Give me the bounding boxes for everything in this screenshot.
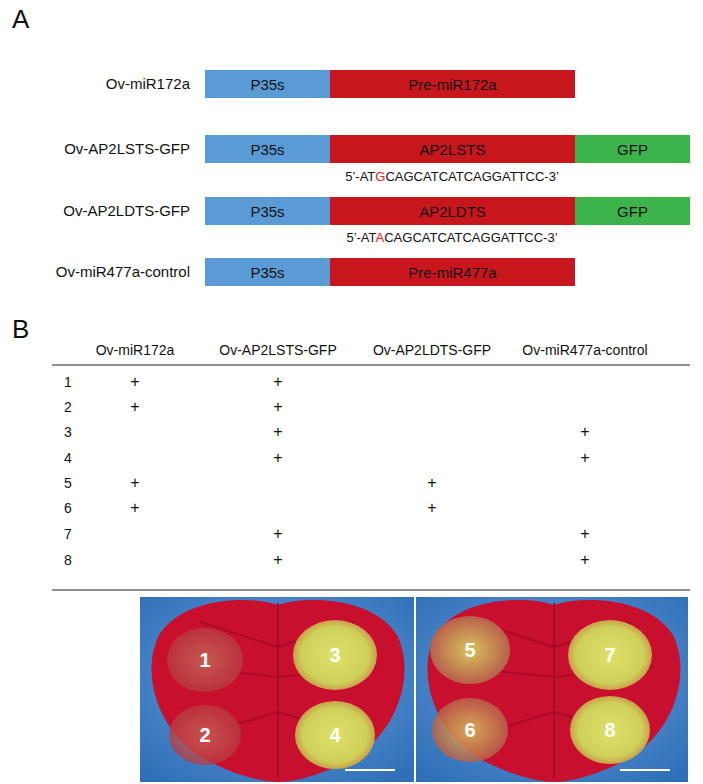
row-number: 2 bbox=[64, 399, 72, 415]
panel-letter: A bbox=[12, 5, 29, 35]
row-number: 1 bbox=[64, 374, 72, 390]
leaf-photo bbox=[140, 597, 414, 782]
construct-name: Ov-AP2LSTS-GFP bbox=[64, 140, 190, 157]
column-header: Ov-AP2LSTS-GFP bbox=[219, 342, 336, 358]
spot-number: 8 bbox=[604, 719, 615, 742]
table-mark: + bbox=[427, 499, 436, 517]
table-mark: + bbox=[130, 373, 139, 391]
mutation-base: G bbox=[375, 169, 385, 184]
table-mark: + bbox=[273, 398, 282, 416]
sequence-part: CAGCATCATCAGGATTCC-3’ bbox=[384, 230, 557, 245]
sequence: 5’-ATACAGCATCATCAGGATTCC-3’ bbox=[346, 231, 557, 246]
table-mark: + bbox=[130, 474, 139, 492]
table-rule bbox=[52, 589, 690, 590]
table-mark: + bbox=[273, 551, 282, 569]
table-mark: + bbox=[273, 373, 282, 391]
row-number: 3 bbox=[64, 424, 72, 440]
table-mark: + bbox=[130, 398, 139, 416]
spot-number: 6 bbox=[464, 719, 475, 742]
box-label: Pre-miR172a bbox=[408, 76, 496, 93]
box-label: P35s bbox=[250, 141, 284, 158]
construct-name: Ov-AP2LDTS-GFP bbox=[63, 202, 190, 219]
table-mark: + bbox=[130, 499, 139, 517]
row-number: 4 bbox=[64, 450, 72, 466]
sequence-part: 5’-AT bbox=[346, 230, 375, 245]
column-header: Ov-miR172a bbox=[96, 342, 175, 358]
table-mark: + bbox=[580, 449, 589, 467]
spot-number: 1 bbox=[199, 649, 210, 672]
box-label: GFP bbox=[617, 203, 648, 220]
gene-box: Pre-miR477a bbox=[330, 258, 575, 286]
table-rule bbox=[52, 364, 690, 365]
construct-name: Ov-miR477a-control bbox=[56, 263, 190, 280]
box-label: P35s bbox=[250, 264, 284, 281]
table-mark: + bbox=[427, 474, 436, 492]
box-label: Pre-miR477a bbox=[408, 264, 496, 281]
mutation-base: A bbox=[376, 230, 385, 245]
spot-number: 3 bbox=[329, 644, 340, 667]
row-number: 7 bbox=[64, 526, 72, 542]
table-mark: + bbox=[580, 551, 589, 569]
reporter-box: GFP bbox=[575, 197, 690, 225]
spot-number: 5 bbox=[464, 639, 475, 662]
sequence-part: 5’-AT bbox=[345, 169, 375, 184]
table-mark: + bbox=[273, 525, 282, 543]
spot-number: 2 bbox=[199, 724, 210, 747]
gene-box: Pre-miR172a bbox=[330, 70, 575, 98]
table-mark: + bbox=[580, 525, 589, 543]
sequence: 5’-ATGCAGCATCATCAGGATTCC-3’ bbox=[345, 170, 559, 185]
promoter-box: P35s bbox=[205, 197, 330, 225]
box-label: AP2LDTS bbox=[419, 203, 486, 220]
gene-box: AP2LSTS bbox=[330, 135, 575, 163]
panel-letter: B bbox=[12, 315, 29, 345]
table-mark: + bbox=[273, 423, 282, 441]
row-number: 6 bbox=[64, 500, 72, 516]
column-header: Ov-AP2LDTS-GFP bbox=[373, 342, 491, 358]
spot-number: 7 bbox=[604, 644, 615, 667]
column-header: Ov-miR477a-control bbox=[522, 342, 647, 358]
box-label: AP2LSTS bbox=[420, 141, 486, 158]
promoter-box: P35s bbox=[205, 135, 330, 163]
table-mark: + bbox=[580, 423, 589, 441]
construct-name: Ov-miR172a bbox=[106, 75, 190, 92]
promoter-box: P35s bbox=[205, 258, 330, 286]
row-number: 8 bbox=[64, 552, 72, 568]
gene-box: AP2LDTS bbox=[330, 197, 575, 225]
box-label: P35s bbox=[250, 76, 284, 93]
reporter-box: GFP bbox=[575, 135, 690, 163]
sequence-part: CAGCATCATCAGGATTCC-3’ bbox=[385, 169, 558, 184]
box-label: P35s bbox=[250, 203, 284, 220]
promoter-box: P35s bbox=[205, 70, 330, 98]
table-mark: + bbox=[273, 449, 282, 467]
spot-number: 4 bbox=[329, 724, 340, 747]
row-number: 5 bbox=[64, 475, 72, 491]
box-label: GFP bbox=[617, 141, 648, 158]
leaf-photo bbox=[416, 597, 688, 782]
